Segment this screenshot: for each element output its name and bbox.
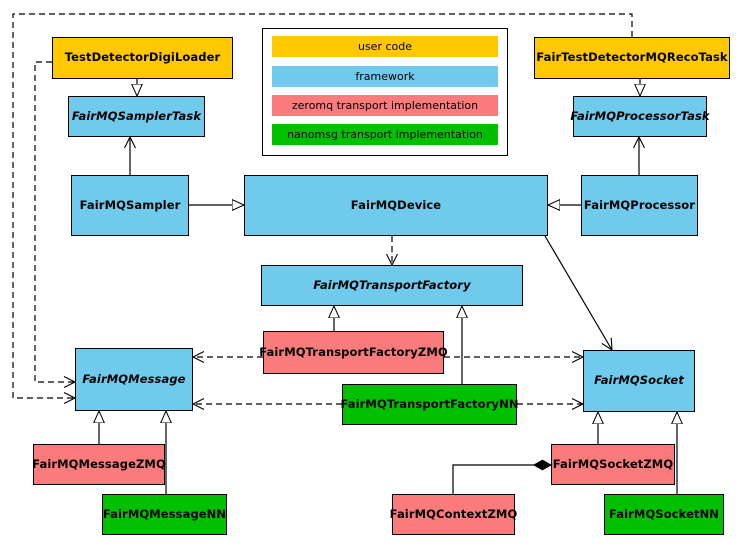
class-label: FairMQMessageZMQ — [32, 456, 166, 471]
class-box-fairmqsamplertask[interactable]: FairMQSamplerTask — [68, 96, 205, 137]
class-box-fairmqtransportfactoryzmq[interactable]: FairMQTransportFactoryZMQ — [259, 331, 448, 374]
class-label: FairMQDevice — [350, 197, 442, 212]
class-box-fairmqtransportfactorynn[interactable]: FairMQTransportFactoryNN — [340, 384, 519, 425]
class-label: FairMQContextZMQ — [389, 506, 518, 521]
legend-item-framework: framework — [272, 66, 498, 87]
class-label: FairMQTransportFactoryNN — [340, 396, 519, 411]
class-label: FairMQSamplerTask — [71, 108, 202, 123]
class-box-fairmqdevice[interactable]: FairMQDevice — [244, 175, 548, 236]
class-box-fairmqcontextzmq[interactable]: FairMQContextZMQ — [389, 494, 518, 535]
legend-label: zeromq transport implementation — [291, 99, 479, 112]
class-label: FairMQProcessor — [583, 197, 696, 212]
legend-item-nanomsg: nanomsg transport implementation — [272, 124, 498, 145]
legend-item-zeromq: zeromq transport implementation — [272, 95, 498, 116]
class-box-fairmqmessagezmq[interactable]: FairMQMessageZMQ — [32, 444, 166, 485]
class-label: FairMQTransportFactory — [313, 277, 471, 292]
class-box-fairmqsampler[interactable]: FairMQSampler — [71, 175, 189, 236]
legend-label: nanomsg transport implementation — [287, 128, 483, 141]
class-box-fairtestdetectormqrecotask[interactable]: FairTestDetectorMQRecoTask — [534, 37, 730, 79]
class-label: TestDetectorDigiLoader — [64, 50, 221, 65]
class-box-fairmqprocessortask[interactable]: FairMQProcessorTask — [570, 96, 710, 137]
legend-label: framework — [355, 70, 415, 83]
class-box-testdetectordigiloader[interactable]: TestDetectorDigiLoader — [52, 37, 233, 79]
class-label: FairTestDetectorMQRecoTask — [536, 50, 728, 65]
class-label: FairMQSocketNN — [608, 506, 720, 521]
class-label: FairMQSocket — [594, 373, 684, 388]
class-label: FairMQMessage — [82, 371, 186, 386]
class-label: FairMQMessageNN — [102, 506, 227, 521]
class-label: FairMQSampler — [79, 197, 181, 212]
edge-device-to-socket — [544, 235, 612, 350]
class-label: FairMQProcessorTask — [570, 108, 710, 123]
legend-label: user code — [357, 40, 413, 53]
class-box-fairmqmessage[interactable]: FairMQMessage — [75, 348, 193, 411]
legend-item-user-code: user code — [272, 36, 498, 57]
class-label: FairMQTransportFactoryZMQ — [259, 344, 448, 359]
class-box-fairmqsocketzmq[interactable]: FairMQSocketZMQ — [551, 444, 675, 485]
class-label: FairMQSocketZMQ — [552, 456, 674, 471]
class-box-fairmqprocessor[interactable]: FairMQProcessor — [581, 175, 698, 236]
class-box-fairmqmessagenn[interactable]: FairMQMessageNN — [102, 494, 227, 535]
class-box-fairmqsocket[interactable]: FairMQSocket — [583, 350, 695, 412]
class-box-fairmqsocketnn[interactable]: FairMQSocketNN — [604, 494, 724, 535]
class-box-fairmqtransportfactory[interactable]: FairMQTransportFactory — [261, 265, 523, 306]
